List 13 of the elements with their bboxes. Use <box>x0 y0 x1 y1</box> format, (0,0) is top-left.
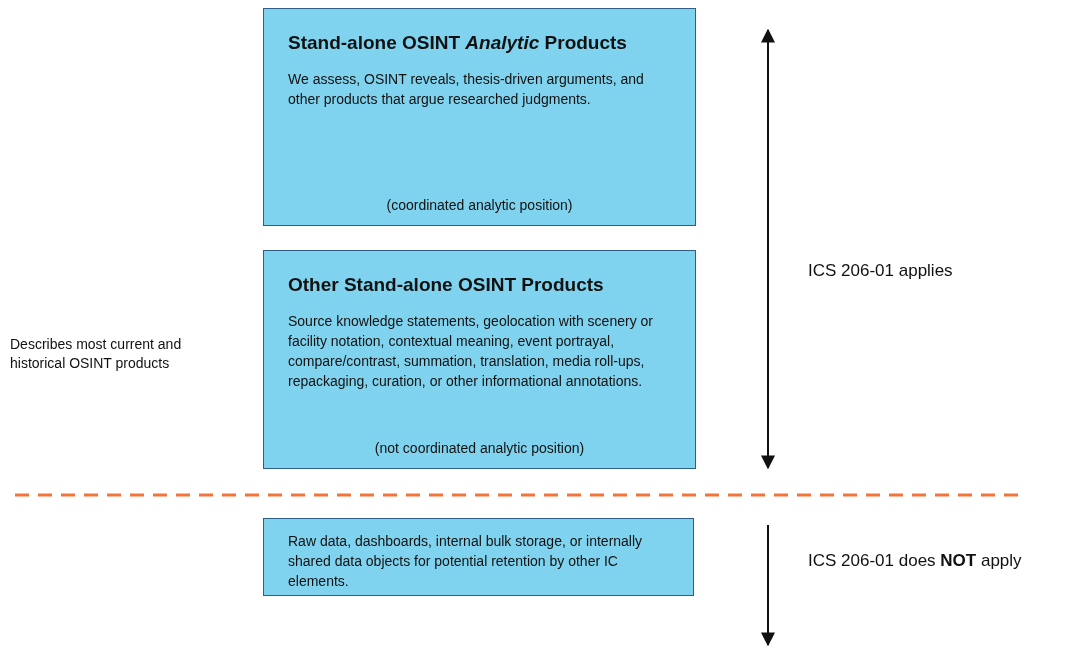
scope-label: ICS 206-01 applies <box>808 260 954 282</box>
box-text: Raw data, dashboards, internal bulk storage, or internally shared data objects for potential retention by other IC elements. <box>288 532 644 591</box>
content-box <box>263 250 696 469</box>
side-note: Describes most current and historical OSINT products <box>10 335 183 373</box>
box-heading: Other Stand-alone OSINT Products <box>288 273 605 297</box>
content-box <box>263 518 694 596</box>
box-text: We assess, OSINT reveals, thesis-driven arguments, and other products that argue researched judgments. <box>288 70 645 109</box>
box-heading: Stand-alone OSINT Analytic Products <box>288 31 628 55</box>
box-note: (coordinated analytic position) <box>386 197 573 213</box>
scope-label: ICS 206-01 does NOT apply <box>808 550 1023 572</box>
content-box <box>263 8 696 226</box>
box-note: (not coordinated analytic position) <box>374 440 585 456</box>
box-text: Source knowledge statements, geolocation with scenery or facility notation, contextual meaning, event portrayal, compare/contrast, summation, translation, media roll-ups, repackaging, curation, or other informational annotations. <box>288 312 654 391</box>
